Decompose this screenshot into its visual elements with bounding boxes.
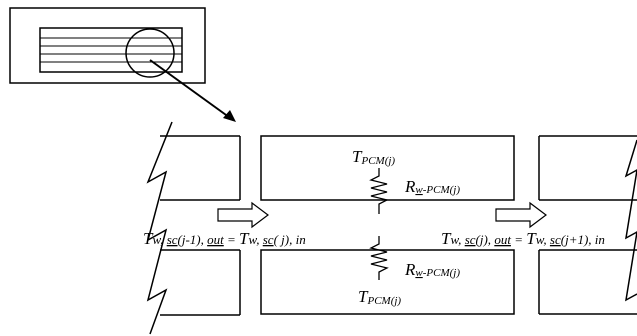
- break-line-left: [146, 121, 173, 335]
- overview-tube-bundle: [39, 27, 183, 73]
- flow-arrow-right: [495, 201, 547, 229]
- t-pcm-lower-label: TPCM(j): [358, 287, 401, 307]
- flow-arrow-left: [217, 201, 269, 229]
- zoom-circle: [125, 28, 175, 78]
- r-w-pcm-upper-label: Rw-PCM(j): [404, 177, 460, 196]
- break-line-right: [624, 139, 637, 302]
- zoom-arrow-head: [223, 110, 236, 122]
- pcm-block-upper: [260, 135, 515, 201]
- t-pcm-upper-label: TPCM(j): [352, 147, 395, 167]
- right-flow-equation: Tw, sc(j), out = Tw, sc(j+1), in: [441, 229, 605, 248]
- zoom-arrow-shaft: [149, 59, 234, 121]
- thermal-resistor-upper: [369, 168, 389, 214]
- pcm-block-lower: [260, 249, 515, 315]
- thermal-resistor-lower: [369, 236, 389, 280]
- right-segment: [538, 135, 637, 315]
- overview-outer-frame: [9, 7, 206, 84]
- overview-inset: [9, 7, 206, 84]
- r-w-pcm-lower-label: Rw-PCM(j): [404, 260, 460, 279]
- left-flow-equation: Tw, sc(j-1), out = Tw, sc( j), in: [143, 229, 306, 248]
- left-segment: [146, 121, 241, 335]
